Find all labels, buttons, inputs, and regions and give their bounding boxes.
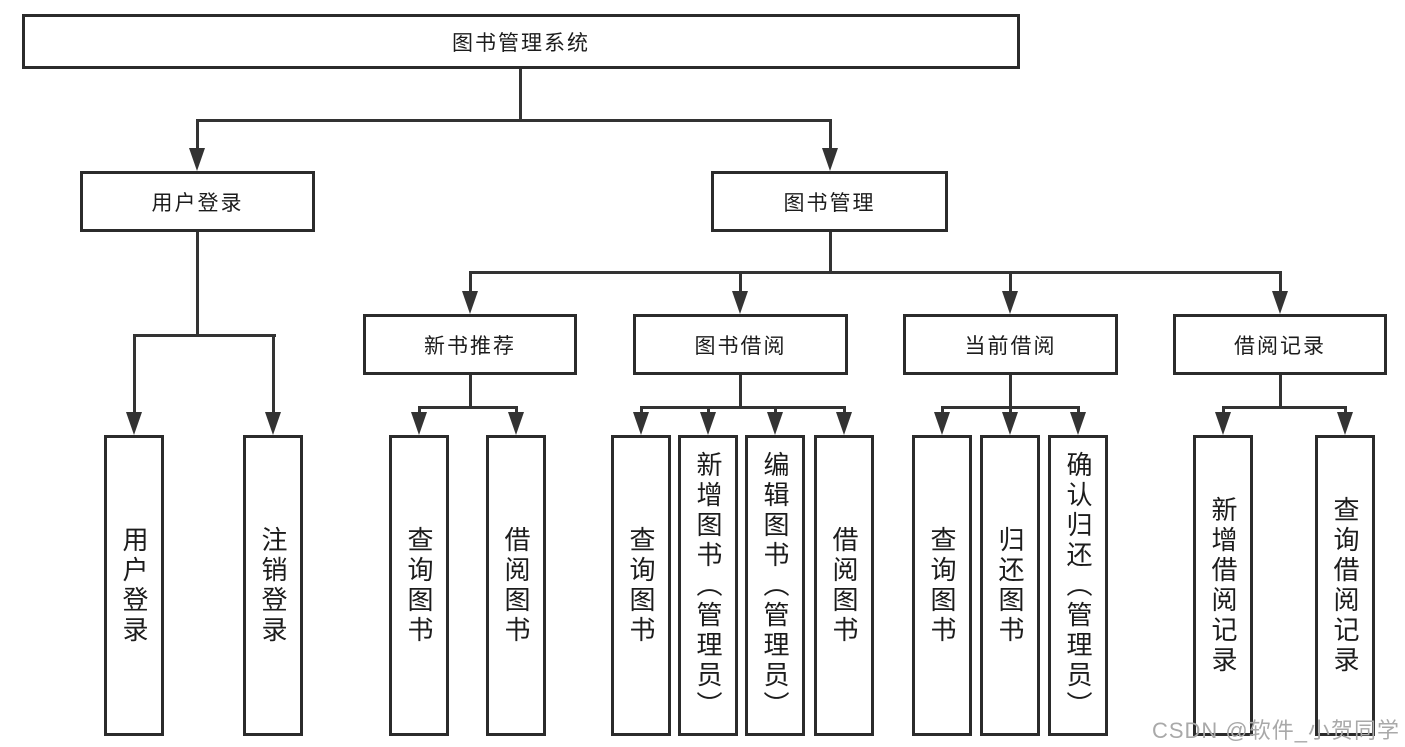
tree-connector-line — [196, 232, 199, 337]
node-label: 图书管理 — [783, 191, 876, 215]
leaf-cb-return-books: 归还图书 — [980, 435, 1040, 736]
leaf-label: 查询图书 — [927, 525, 957, 646]
leaf-label: 用户登录 — [119, 525, 149, 646]
tree-connector-line — [1009, 375, 1012, 408]
leaf-label: 归还图书 — [995, 525, 1025, 646]
tree-connector-line — [1279, 375, 1282, 408]
node-label: 图书管理系统 — [452, 31, 590, 55]
arrow-down-icon — [1215, 412, 1231, 435]
node-user-login: 用户登录 — [80, 171, 315, 232]
arrow-down-icon — [934, 412, 950, 435]
tree-connector-line — [739, 271, 742, 293]
arrow-down-icon — [1272, 291, 1288, 314]
tree-connector-line — [774, 406, 777, 414]
tree-connector-line — [519, 69, 522, 121]
tree-connector-line — [469, 271, 472, 293]
node-borrowing-records: 借阅记录 — [1173, 314, 1387, 375]
arrow-down-icon — [411, 412, 427, 435]
tree-connector-line — [640, 406, 846, 409]
tree-connector-line — [941, 406, 944, 414]
arrow-down-icon — [1070, 412, 1086, 435]
node-book-management: 图书管理 — [711, 171, 948, 232]
leaf-bb-edit-book-admin: 编辑图书（管理员） — [745, 435, 805, 736]
leaf-label: 查询图书 — [626, 525, 656, 646]
arrow-down-icon — [508, 412, 524, 435]
tree-connector-line — [1009, 271, 1012, 293]
leaf-user-login: 用户登录 — [104, 435, 164, 736]
leaf-br-query-borrow-record: 查询借阅记录 — [1315, 435, 1375, 736]
arrow-down-icon — [462, 291, 478, 314]
tree-connector-line — [1222, 406, 1347, 409]
tree-connector-line — [739, 375, 742, 408]
arrow-down-icon — [1002, 291, 1018, 314]
arrow-down-icon — [126, 412, 142, 435]
leaf-label: 新增借阅记录 — [1208, 495, 1238, 676]
node-current-borrowing: 当前借阅 — [903, 314, 1118, 375]
tree-connector-line — [1344, 406, 1347, 414]
arrow-down-icon — [732, 291, 748, 314]
node-label: 当前借阅 — [964, 334, 1057, 358]
leaf-bb-query-books: 查询图书 — [611, 435, 671, 736]
tree-connector-line — [1279, 271, 1282, 293]
arrow-down-icon — [633, 412, 649, 435]
tree-connector-line — [1009, 406, 1012, 414]
tree-connector-line — [469, 375, 472, 408]
csdn-watermark: CSDN @软件_小贺同学 — [1151, 718, 1400, 743]
node-new-book-recommend: 新书推荐 — [363, 314, 577, 375]
tree-connector-line — [196, 119, 199, 150]
node-label: 图书借阅 — [694, 334, 787, 358]
node-label: 借阅记录 — [1234, 334, 1326, 358]
leaf-label: 查询借阅记录 — [1330, 495, 1360, 676]
tree-connector-line — [1077, 406, 1080, 414]
tree-connector-line — [196, 119, 832, 122]
leaf-label: 新增图书（管理员） — [693, 450, 723, 721]
tree-connector-line — [133, 334, 276, 337]
tree-connector-line — [515, 406, 518, 414]
leaf-bb-borrow-books: 借阅图书 — [814, 435, 874, 736]
leaf-label: 借阅图书 — [829, 525, 859, 646]
leaf-bb-add-book-admin: 新增图书（管理员） — [678, 435, 738, 736]
node-book-borrowing: 图书借阅 — [633, 314, 848, 375]
tree-connector-line — [843, 406, 846, 414]
tree-connector-line — [1222, 406, 1225, 414]
tree-connector-line — [469, 271, 1282, 274]
node-root: 图书管理系统 — [22, 14, 1020, 69]
leaf-br-add-borrow-record: 新增借阅记录 — [1193, 435, 1253, 736]
leaf-label: 确认归还（管理员） — [1063, 450, 1093, 721]
tree-connector-line — [418, 406, 421, 414]
leaf-label: 编辑图书（管理员） — [760, 450, 790, 721]
tree-connector-line — [272, 334, 275, 413]
arrow-down-icon — [189, 148, 205, 171]
tree-connector-line — [707, 406, 710, 414]
tree-connector-line — [829, 119, 832, 150]
tree-connector-line — [418, 406, 518, 409]
arrow-down-icon — [700, 412, 716, 435]
leaf-logout: 注销登录 — [243, 435, 303, 736]
leaf-cb-query-books: 查询图书 — [912, 435, 972, 736]
arrow-down-icon — [767, 412, 783, 435]
leaf-nbr-query-books: 查询图书 — [389, 435, 449, 736]
tree-connector-line — [133, 334, 136, 413]
leaf-label: 注销登录 — [258, 525, 288, 646]
node-label: 新书推荐 — [424, 334, 516, 358]
arrow-down-icon — [822, 148, 838, 171]
node-label: 用户登录 — [151, 191, 244, 215]
tree-connector-line — [829, 232, 832, 274]
leaf-cb-confirm-return-admin: 确认归还（管理员） — [1048, 435, 1108, 736]
tree-connector-line — [640, 406, 643, 414]
leaf-nbr-borrow-books: 借阅图书 — [486, 435, 546, 736]
leaf-label: 查询图书 — [404, 525, 434, 646]
arrow-down-icon — [1337, 412, 1353, 435]
arrow-down-icon — [265, 412, 281, 435]
leaf-label: 借阅图书 — [501, 525, 531, 646]
arrow-down-icon — [1002, 412, 1018, 435]
arrow-down-icon — [836, 412, 852, 435]
